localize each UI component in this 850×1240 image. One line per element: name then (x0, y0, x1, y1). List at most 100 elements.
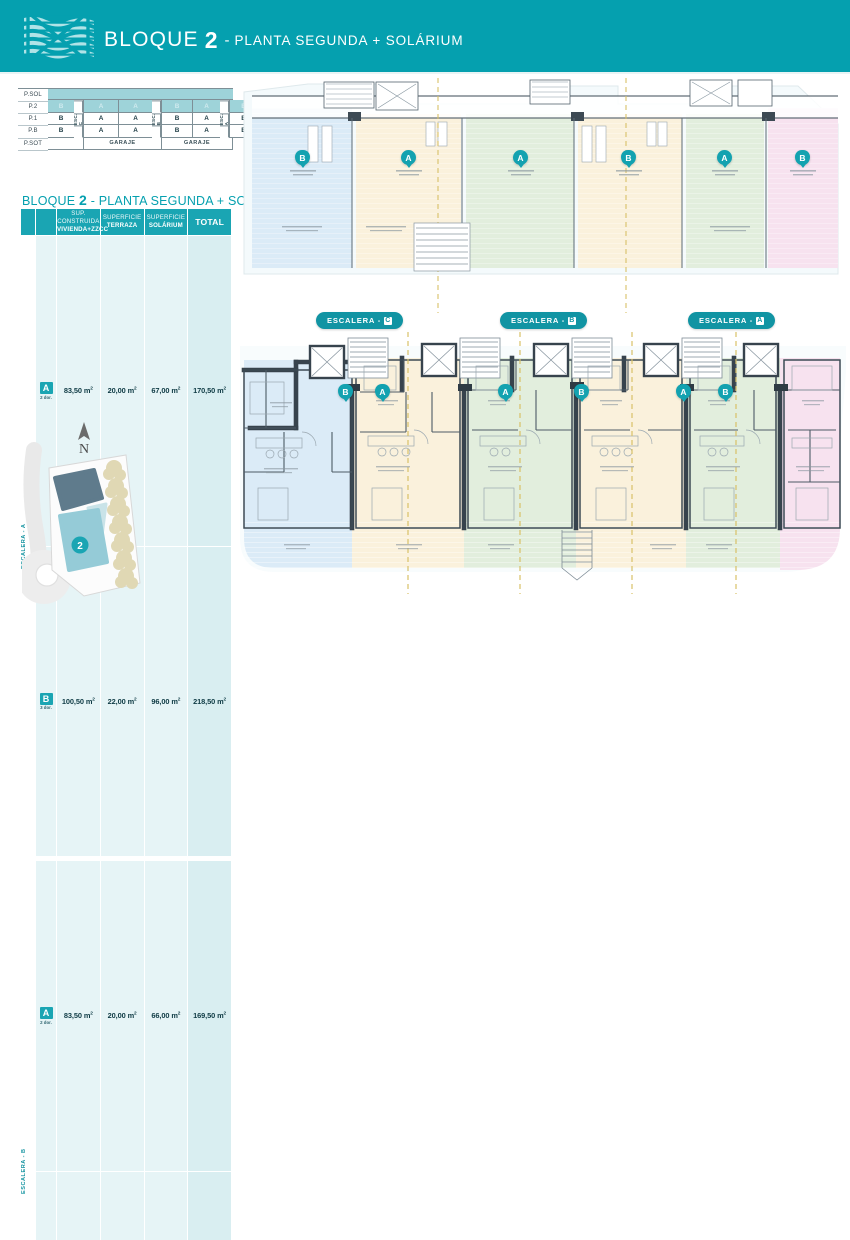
header-subtitle: PLANTA SEGUNDA + SOLÁRIUM (235, 33, 464, 48)
unit-pin-b-1[interactable]: B (295, 150, 310, 165)
levels-cell: A (83, 113, 118, 125)
unit-pin-b-5[interactable]: B (574, 384, 589, 399)
levels-garaje-right: GARAJE (161, 138, 233, 150)
col-construida-l2: VIVIENDA+ZZCC (57, 226, 100, 234)
surface-terrace-cell: 20,00 m2 (100, 861, 144, 1172)
col-solarium: SUPERFICIE SOLÁRIUM (144, 209, 188, 236)
levels-esc-a (220, 100, 229, 112)
levels-row-label: P.B (18, 125, 48, 138)
surface-built-cell: 83,50 m2 (57, 861, 101, 1172)
levels-esc-c (74, 100, 83, 112)
unit-bedrooms: 3 dor. (36, 705, 56, 710)
unit-pin-a-5[interactable]: A (498, 384, 513, 399)
surface-total-cell: 169,50 m2 (188, 1171, 232, 1240)
escalera-badge-b-label: ESCALERA - (511, 316, 565, 325)
table-type-col (36, 209, 57, 236)
unit-type-cell: B2 dor. (36, 1171, 57, 1240)
escalera-group-label: ESCALERA - B (21, 861, 36, 1240)
unit-type-badge: A (40, 382, 53, 394)
unit-pin-a-3[interactable]: A (717, 150, 732, 165)
header-bloque-number: 2 (205, 27, 218, 54)
col-solarium-l1: SUPERFICIE (145, 214, 188, 222)
page-title: BLOQUE 2 - PLANTA SEGUNDA + SOLÁRIUM (104, 20, 463, 60)
site-map: N 2 (22, 420, 192, 605)
levels-cell: B (161, 113, 192, 125)
levels-cell: A (118, 100, 152, 112)
surface-built-cell: 83,50 m2 (57, 1171, 101, 1240)
unit-pin-b-3[interactable]: B (795, 150, 810, 165)
levels-cell: B (161, 125, 192, 137)
unit-pin-a-6[interactable]: A (676, 384, 691, 399)
levels-garaje-left: GARAJE (83, 138, 161, 150)
table-header-row: SUP. CONSTRUIDA VIVIENDA+ZZCC SUPERFICIE… (21, 209, 232, 236)
compass-icon: N (78, 422, 90, 457)
table-corner (21, 209, 36, 236)
page-header: BLOQUE 2 - PLANTA SEGUNDA + SOLÁRIUM (0, 0, 850, 72)
levels-esc-b (152, 100, 161, 112)
levels-cell: B (48, 125, 74, 137)
col-terraza-l1: SUPERFICIE (101, 214, 144, 222)
col-construida: SUP. CONSTRUIDA VIVIENDA+ZZCC (57, 209, 101, 236)
surface-total-cell: 170,50 m2 (188, 236, 232, 547)
levels-cell: A (192, 125, 220, 137)
main-title-number: 2 (79, 192, 87, 208)
unit-pin-a-1[interactable]: A (401, 150, 416, 165)
levels-esc-a: ESC. A (220, 113, 229, 125)
levels-solarium-band (48, 88, 233, 100)
col-solarium-l2: SOLÁRIUM (145, 222, 188, 230)
svg-text:N: N (79, 442, 89, 457)
unit-pin-a-2[interactable]: A (513, 150, 528, 165)
col-total: TOTAL (188, 209, 232, 236)
wave-logo (22, 14, 96, 60)
second-floor-plan: B A A B A B (236, 332, 846, 594)
main-title-prefix: BLOQUE (22, 194, 75, 208)
surface-solarium-cell: 66,00 m2 (144, 1171, 188, 1240)
unit-pin-b-2[interactable]: B (621, 150, 636, 165)
levels-row-label: P.1 (18, 113, 48, 126)
escalera-badge-c[interactable]: ESCALERA - C (316, 312, 403, 329)
levels-cell: B (48, 113, 74, 125)
escalera-badge-c-label: ESCALERA - (327, 316, 381, 325)
levels-table: P.SOL P.2 B A A B A B P.1 B ESC. C A A E… (18, 88, 233, 150)
levels-esc-b: ESC. B (152, 113, 161, 125)
block-number-text: 2 (77, 541, 83, 552)
escalera-badge-b-letter: B (568, 317, 576, 325)
levels-cell: A (118, 125, 152, 137)
levels-cell: A (83, 125, 118, 137)
levels-esc-b (152, 125, 161, 137)
levels-cell: B (161, 100, 192, 112)
surface-terrace-cell: 20,00 m2 (100, 1171, 144, 1240)
unit-type-cell: A2 dor. (36, 861, 57, 1172)
levels-cell-empty (74, 138, 83, 150)
escalera-badge-b[interactable]: ESCALERA - B (500, 312, 587, 329)
unit-pin-b-4[interactable]: B (338, 384, 353, 399)
unit-bedrooms: 2 dor. (36, 1020, 56, 1025)
surface-total-cell: 169,50 m2 (188, 861, 232, 1172)
levels-cell: A (192, 100, 220, 112)
levels-esc-a (220, 125, 229, 137)
escalera-badge-a-label: ESCALERA - (699, 316, 753, 325)
table-row: B2 dor.83,50 m220,00 m266,00 m2169,50 m2 (21, 1171, 232, 1240)
levels-cell-empty (48, 138, 74, 150)
levels-esc-c: ESC. C (74, 113, 83, 125)
escalera-group-text: ESCALERA - B (21, 861, 27, 1240)
escalera-badge-c-letter: C (384, 317, 392, 325)
header-bloque-label: BLOQUE (104, 28, 199, 52)
unit-type-badge: A (40, 1007, 53, 1019)
levels-row-label: P.2 (18, 100, 48, 113)
levels-cell: A (192, 113, 220, 125)
unit-pin-b-6[interactable]: B (718, 384, 733, 399)
levels-row-label: P.SOT (18, 138, 48, 151)
surface-table: SUP. CONSTRUIDA VIVIENDA+ZZCC SUPERFICIE… (20, 208, 232, 1240)
surface-solarium-cell: 66,00 m2 (144, 861, 188, 1172)
unit-pin-a-4[interactable]: A (375, 384, 390, 399)
solarium-floor-plan: B A A B A B (238, 78, 844, 313)
col-terraza-l2: TERRAZA (101, 222, 144, 230)
levels-cell: B (48, 100, 74, 112)
table-row: ESCALERA - BA2 dor.83,50 m220,00 m266,00… (21, 861, 232, 1172)
escalera-badge-a[interactable]: ESCALERA - A (688, 312, 775, 329)
unit-bedrooms: 2 dor. (36, 395, 56, 400)
header-divider (0, 72, 850, 74)
surface-total-cell: 218,50 m2 (188, 546, 232, 857)
levels-cell: A (118, 113, 152, 125)
